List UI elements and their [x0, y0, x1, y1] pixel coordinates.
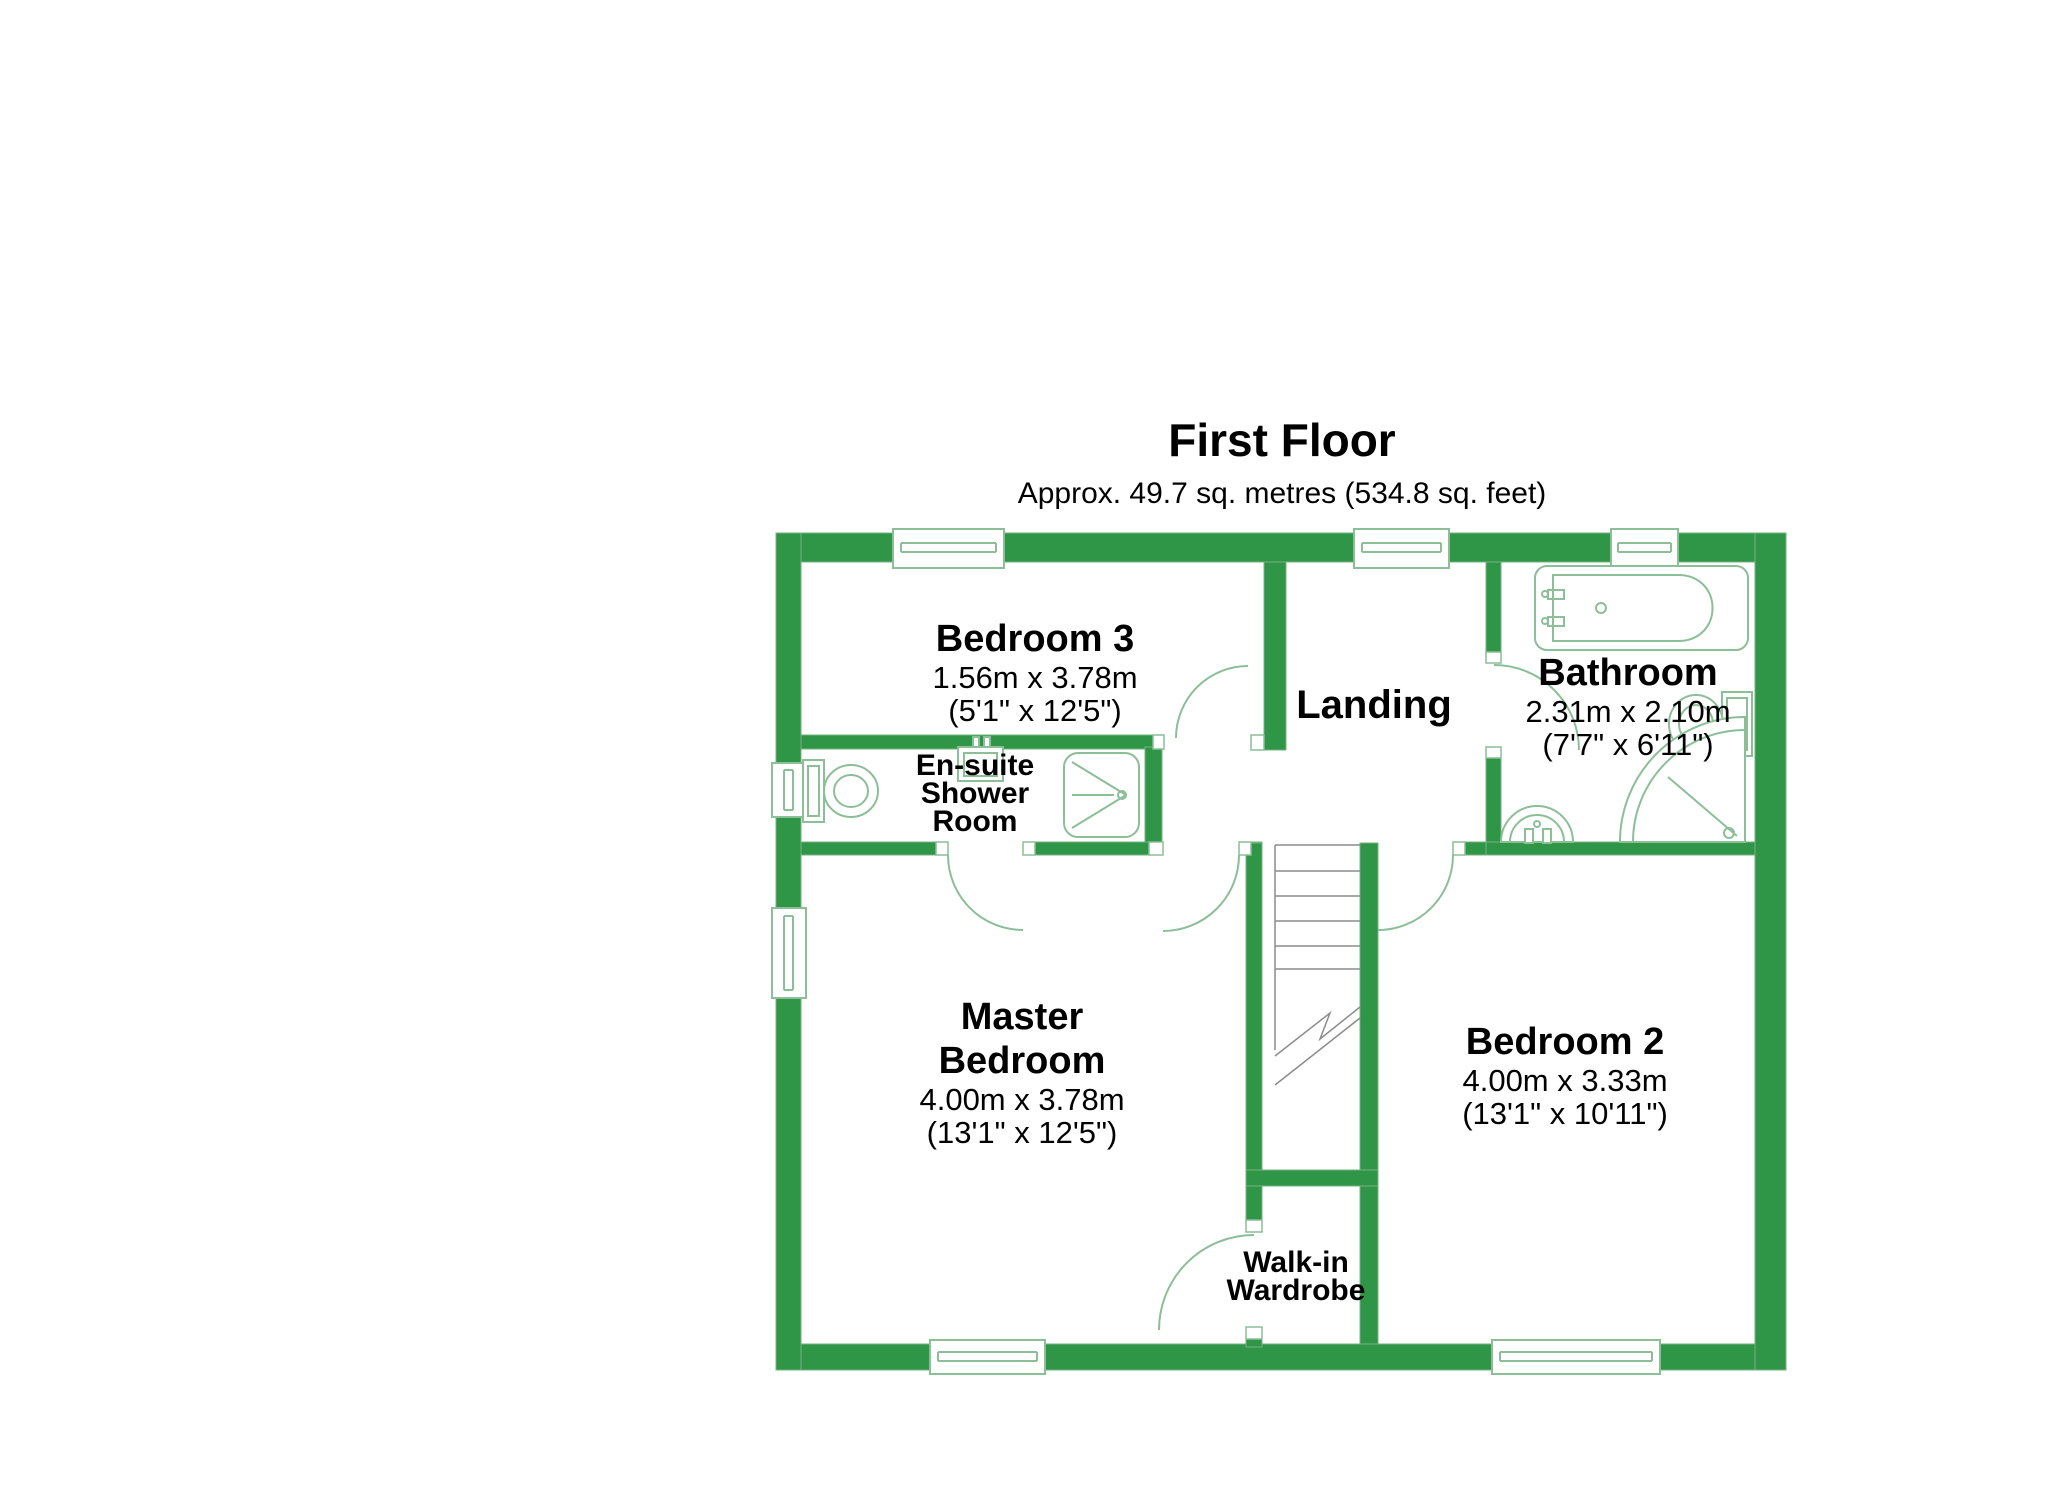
- bathtub-fixture: [1534, 565, 1749, 651]
- master-bedroom-label: Master Bedroom 4.00m x 3.78m (13'1" x 12…: [919, 995, 1124, 1149]
- bathroom-label: Bathroom 2.31m x 2.10m (7'7" x 6'11"): [1525, 651, 1730, 761]
- bathroom-size-metric: 2.31m x 2.10m: [1525, 694, 1731, 729]
- ensuite-line3: Room: [932, 805, 1018, 838]
- master-line1: Master: [960, 996, 1084, 1038]
- wardrobe-line1: Walk-in: [1243, 1246, 1349, 1279]
- stair-break-line-2: [1274, 1017, 1361, 1086]
- door-arc-master: [1162, 854, 1240, 932]
- jamb: [1152, 734, 1165, 750]
- bedroom2-label: Bedroom 2 4.00m x 3.33m (13'1" x 10'11"): [1462, 1020, 1668, 1130]
- door-arc-bathroom: [1493, 664, 1580, 751]
- vanity-basin-fixture: [957, 736, 1004, 782]
- toilet-fixture-ensuite: [802, 759, 879, 823]
- page-title: First Floor: [1168, 414, 1396, 466]
- door-arc-ensuite: [947, 854, 1024, 931]
- bathroom-name: Bathroom: [1538, 652, 1718, 694]
- bedroom3-size-metric: 1.56m x 3.78m: [932, 660, 1138, 695]
- ensuite-line1: En-suite: [915, 749, 1035, 782]
- master-line2: Bedroom: [938, 1040, 1106, 1082]
- bedroom3-label: Bedroom 3 1.56m x 3.78m (5'1" x 12'5"): [932, 617, 1137, 727]
- jamb: [1250, 734, 1265, 751]
- bedroom2-size-metric: 4.00m x 3.33m: [1462, 1063, 1668, 1098]
- bedroom2-name: Bedroom 2: [1465, 1021, 1665, 1063]
- wall-ensuite-east: [1144, 746, 1163, 843]
- jamb: [1485, 651, 1502, 664]
- bedroom2-size-imperial: (13'1" x 10'11"): [1462, 1096, 1668, 1131]
- window-landing: [1353, 528, 1450, 569]
- window-bathroom: [1610, 528, 1679, 569]
- ensuite-line2: Shower: [920, 777, 1030, 810]
- wardrobe-line2: Wardrobe: [1226, 1274, 1366, 1307]
- jamb: [1245, 1326, 1263, 1340]
- wall-bathroom-west-lower: [1485, 757, 1502, 843]
- wall-landing-bedroom2: [1464, 841, 1487, 856]
- wall-ensuite-south: [800, 841, 937, 856]
- wall-right: [1754, 532, 1787, 1371]
- wall-bathroom-west-upper: [1485, 561, 1502, 653]
- door-jambs: [935, 651, 1502, 1340]
- corner-shower-fixture: [1618, 715, 1746, 843]
- door-arc-wardrobe: [1158, 1234, 1255, 1331]
- window-ensuite: [771, 762, 807, 818]
- staircase: [1274, 844, 1361, 1086]
- ensuite-label: En-suite Shower Room: [915, 749, 1035, 838]
- page-subtitle: Approx. 49.7 sq. metres (534.8 sq. feet): [1017, 477, 1547, 510]
- shower-tray-fixture: [1063, 752, 1140, 838]
- master-size-metric: 4.00m x 3.78m: [919, 1082, 1125, 1117]
- wall-wardrobe-top: [1245, 1169, 1379, 1187]
- door-arcs: [947, 664, 1580, 1331]
- jamb: [1148, 841, 1164, 856]
- jamb: [1022, 841, 1036, 856]
- wall-stairs-right: [1359, 842, 1379, 1345]
- door-arc-bedroom2: [1377, 854, 1454, 931]
- bedroom3-name: Bedroom 3: [935, 618, 1135, 660]
- wardrobe-label: Walk-in Wardrobe: [1226, 1246, 1366, 1307]
- landing-label: Landing: [1296, 683, 1452, 727]
- bathroom-size-imperial: (7'7" x 6'11"): [1542, 727, 1714, 762]
- sink-fixture-bathroom: [1499, 805, 1575, 844]
- wall-bedroom3-landing: [1263, 561, 1287, 751]
- wall-ensuite-south-2: [1034, 841, 1150, 856]
- jamb: [1238, 841, 1252, 856]
- window-bedroom3: [892, 528, 1005, 569]
- window-master-left: [771, 907, 807, 999]
- jamb: [1452, 841, 1466, 856]
- master-size-imperial: (13'1" x 12'5"): [926, 1115, 1118, 1150]
- window-bedroom2: [1491, 1339, 1661, 1375]
- jamb: [1485, 746, 1502, 759]
- window-master: [929, 1339, 1046, 1375]
- door-arc-bedroom3: [1175, 665, 1249, 739]
- windows: [771, 528, 1679, 1375]
- jamb: [1245, 1219, 1263, 1233]
- wall-stairs-left: [1245, 842, 1263, 1221]
- jamb: [935, 841, 949, 856]
- stair-break-line: [1274, 1006, 1361, 1057]
- partition-walls: [800, 561, 1756, 1348]
- bedroom3-size-imperial: (5'1" x 12'5"): [948, 693, 1122, 728]
